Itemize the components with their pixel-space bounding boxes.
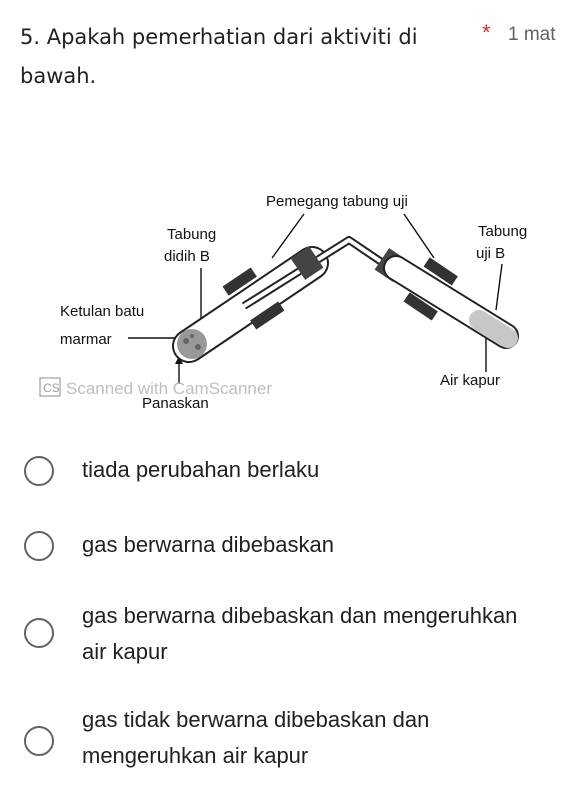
option-2[interactable]: gas berwarna dibebaskan xyxy=(22,527,542,567)
camscanner-badge xyxy=(39,377,61,397)
radio-button[interactable] xyxy=(24,531,54,561)
label-marble-1: Ketulan batu xyxy=(60,303,144,320)
label-marble-2: marmar xyxy=(60,331,112,348)
experiment-diagram: Pemegang tabung uji Tabung didih B Tabun… xyxy=(39,193,527,412)
label-limewater: Air kapur xyxy=(440,372,500,389)
limewater-fill xyxy=(469,310,518,348)
radio-button[interactable] xyxy=(24,456,54,486)
question-title: 5. Apakah pemerhatian dari aktiviti di b… xyxy=(20,25,418,88)
radio-button[interactable] xyxy=(24,726,54,756)
label-test-tube-1: Tabung xyxy=(478,223,527,240)
option-1[interactable]: tiada perubahan berlaku xyxy=(22,452,542,492)
option-label: tiada perubahan berlaku xyxy=(82,457,320,482)
option-3[interactable]: gas berwarna dibebaskan dan mengeruhkan … xyxy=(22,598,542,674)
label-test-tube-2: uji B xyxy=(476,245,505,262)
option-4[interactable]: gas tidak berwarna dibebaskan dan menger… xyxy=(22,702,542,778)
label-boiling-tube-2: didih B xyxy=(164,248,210,265)
label-heat: Panaskan xyxy=(142,395,209,412)
option-label: gas tidak berwarna dibebaskan dan menger… xyxy=(82,707,430,768)
marble-chips xyxy=(177,329,207,359)
label-holder: Pemegang tabung uji xyxy=(266,193,408,210)
option-label: gas berwarna dibebaskan dan mengeruhkan … xyxy=(82,603,518,664)
camscanner-badge-text: CS xyxy=(43,381,60,395)
points-label: 1 mat xyxy=(508,24,556,45)
label-boiling-tube-1: Tabung xyxy=(167,226,216,243)
required-asterisk: * xyxy=(482,20,491,45)
camscanner-watermark: Scanned with CamScanner xyxy=(66,379,272,398)
radio-button[interactable] xyxy=(24,618,54,648)
option-label: gas berwarna dibebaskan xyxy=(82,532,334,557)
